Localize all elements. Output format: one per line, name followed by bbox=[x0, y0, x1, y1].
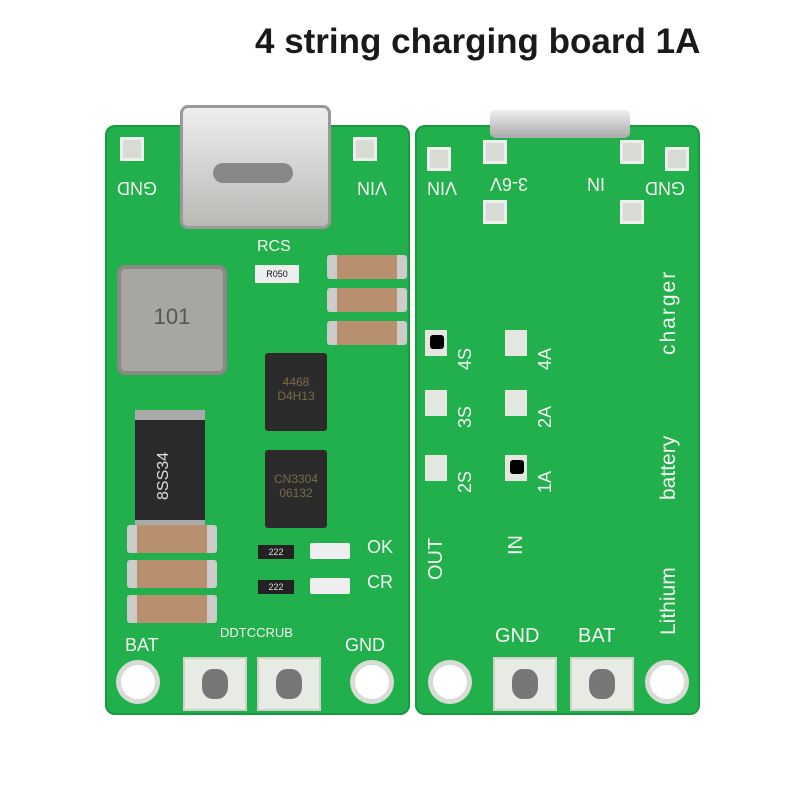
diode: 8SS34 bbox=[135, 410, 205, 530]
mount-hole bbox=[650, 665, 684, 699]
chip-marking: CN3304 bbox=[273, 472, 319, 486]
chip-marking: 4468 bbox=[282, 375, 310, 389]
usb-c-connector-back bbox=[490, 110, 630, 138]
capacitor bbox=[127, 595, 217, 623]
ok-label: OK bbox=[367, 537, 394, 557]
4a-jumper bbox=[505, 330, 527, 356]
chip-marking: D4H13 bbox=[277, 389, 315, 403]
usb-c-port bbox=[213, 163, 293, 183]
capacitor bbox=[327, 321, 407, 345]
gnd-pad bbox=[665, 147, 689, 171]
input-range-label: 3-6V bbox=[490, 174, 529, 194]
pad bbox=[483, 200, 507, 224]
pad bbox=[620, 200, 644, 224]
capacitor bbox=[127, 560, 217, 588]
in-arrow-label: IN bbox=[505, 535, 527, 555]
cell-label-2s: 2S bbox=[455, 470, 475, 493]
vin-pad bbox=[353, 137, 377, 161]
cr-label: CR bbox=[367, 572, 393, 592]
bat-label: BAT bbox=[125, 635, 159, 655]
cr-led bbox=[310, 578, 350, 594]
bat-bottom-label: BAT bbox=[578, 625, 616, 647]
gnd-bottom-label: GND bbox=[495, 625, 540, 647]
charger-ic-1: 4468 D4H13 bbox=[265, 353, 327, 431]
chip-marking: 06132 bbox=[279, 486, 313, 500]
board-code: DDTCCRUB bbox=[220, 625, 293, 640]
rcs-label: RCS bbox=[257, 238, 291, 255]
pad bbox=[620, 140, 644, 164]
vin-label: VIN bbox=[357, 178, 388, 198]
4s-jumper bbox=[425, 330, 447, 356]
gnd-bottom-label: GND bbox=[345, 635, 385, 655]
gnd-terminal bbox=[493, 657, 557, 711]
inductor: 101 bbox=[117, 265, 227, 375]
1a-jumper bbox=[505, 455, 527, 481]
usb-c-connector bbox=[180, 105, 331, 229]
gnd-terminal bbox=[257, 657, 321, 711]
current-label-2a: 2A bbox=[535, 405, 555, 428]
mount-hole bbox=[355, 665, 389, 699]
led-resistor: 222 bbox=[258, 580, 294, 594]
charger-ic-2: CN3304 06132 bbox=[265, 450, 327, 528]
ok-led bbox=[310, 543, 350, 559]
bat-terminal bbox=[570, 657, 634, 711]
mount-hole bbox=[433, 665, 467, 699]
cell-label-4s: 4S bbox=[455, 347, 475, 370]
cell-label-3s: 3S bbox=[455, 405, 475, 428]
lithium-label: Lithium bbox=[657, 567, 680, 635]
gnd-label: GND bbox=[117, 178, 157, 198]
out-label: OUT bbox=[425, 537, 447, 580]
in-label: IN bbox=[587, 174, 605, 194]
mount-hole bbox=[121, 665, 155, 699]
capacitor bbox=[327, 255, 407, 279]
current-label-4a: 4A bbox=[535, 347, 555, 370]
capacitor bbox=[327, 288, 407, 312]
sense-resistor: R050 bbox=[255, 265, 299, 283]
vin-pad bbox=[427, 147, 451, 171]
charger-label: charger bbox=[657, 269, 680, 355]
current-label-1a: 1A bbox=[535, 470, 555, 493]
gnd-label: GND bbox=[645, 178, 685, 198]
2s-jumper bbox=[425, 455, 447, 481]
bat-terminal bbox=[183, 657, 247, 711]
pcb-back: VIN 3-6V IN GND 4S 3S 2S 4A 2A 1A OUT IN… bbox=[415, 125, 700, 715]
led-resistor: 222 bbox=[258, 545, 294, 559]
gnd-pad bbox=[120, 137, 144, 161]
product-title: 4 string charging board 1A bbox=[255, 22, 701, 61]
pad bbox=[483, 140, 507, 164]
3s-jumper bbox=[425, 390, 447, 416]
capacitor bbox=[127, 525, 217, 553]
diode-marking: 8SS34 bbox=[155, 451, 172, 500]
battery-label: battery bbox=[657, 435, 680, 500]
vin-label: VIN bbox=[427, 178, 458, 198]
2a-jumper bbox=[505, 390, 527, 416]
